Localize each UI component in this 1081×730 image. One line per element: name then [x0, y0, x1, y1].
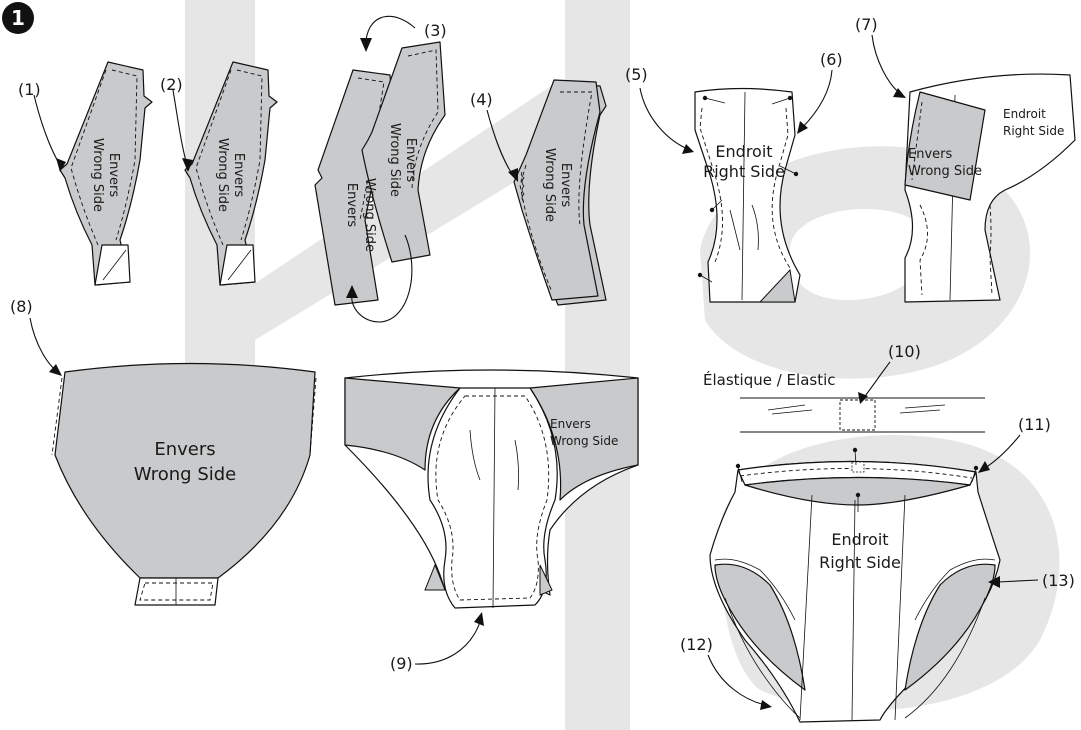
assembled-wrong-side-step-8: Envers Wrong Side (8): [10, 297, 316, 605]
label-wrong-side-9: Wrong Side: [550, 434, 618, 448]
label-wrong-side-2: Wrong Side: [215, 138, 230, 212]
step-badge: 1: [2, 2, 34, 34]
label-elastic: Élastique / Elastic: [703, 370, 836, 389]
label-wrong-side-3b: Wrong Side: [387, 123, 402, 197]
label-right-side-7: Right Side: [1003, 124, 1064, 138]
callout-9: (9): [390, 654, 413, 673]
callout-5: (5): [625, 65, 648, 84]
label-envers-1: Envers: [106, 153, 121, 197]
label-envers-7: Envers: [908, 147, 952, 162]
label-wrong-side-3a: Wrong Side: [362, 178, 377, 252]
label-endroit-5: Endroit: [715, 142, 772, 161]
callout-12: (12): [680, 635, 713, 654]
callout-4: (4): [470, 90, 493, 109]
label-wrong-side-1: Wrong Side: [90, 138, 105, 212]
panel-step-1: Envers Wrong Side (1): [18, 62, 152, 285]
callout-11: (11): [1018, 415, 1051, 434]
callout-10: (10): [888, 342, 921, 361]
label-wrong-side-7: Wrong Side: [908, 164, 982, 179]
label-wrong-side-8: Wrong Side: [134, 464, 237, 485]
callout-3: (3): [424, 21, 447, 40]
label-endroit-7: Endroit: [1003, 107, 1046, 121]
label-endroit-11: Endroit: [831, 530, 888, 549]
step-number: 1: [11, 6, 25, 30]
callout-2: (2): [160, 75, 183, 94]
label-envers-8: Envers: [154, 439, 215, 460]
label-envers-9: Envers: [550, 417, 591, 431]
label-envers-3b: Envers: [403, 138, 418, 182]
callout-1: (1): [18, 80, 41, 99]
label-wrong-side-4: Wrong Side: [542, 148, 557, 222]
callout-6: (6): [820, 50, 843, 69]
label-envers-4: Envers: [558, 163, 573, 207]
callout-7: (7): [855, 15, 878, 34]
callout-8: (8): [10, 297, 33, 316]
label-envers-3a: Envers: [344, 183, 359, 227]
label-right-side-11: Right Side: [819, 553, 901, 572]
label-envers-2: Envers: [231, 153, 246, 197]
label-right-side-5: Right Side: [703, 162, 785, 181]
callout-13: (13): [1042, 571, 1075, 590]
